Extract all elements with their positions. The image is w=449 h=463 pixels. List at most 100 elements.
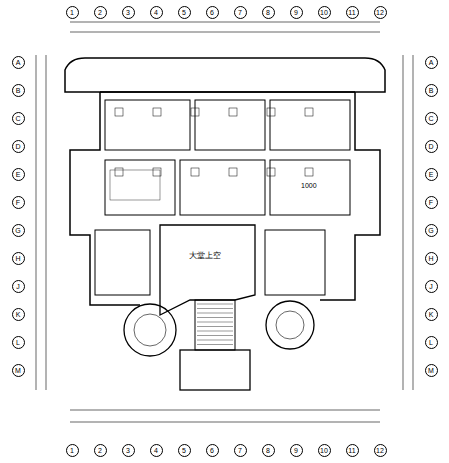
axis-bubble: 1 [66,444,79,457]
axis-bubble: E [12,168,25,181]
node-text: 6 [210,9,214,16]
axis-bubble: 8 [262,444,275,457]
axis-bubble: 5 [178,6,191,19]
node-text: J [429,283,433,290]
node-text: 11 [348,9,355,16]
node-text: E [429,171,434,178]
node-text: 8 [266,9,270,16]
node-text: 9 [294,447,298,454]
axis-bubble: D [425,140,438,153]
axis-bubble: J [12,280,25,293]
node-text: F [429,199,433,206]
axis-bubble: 3 [122,444,135,457]
axis-bubble: C [425,112,438,125]
node-text: G [15,227,20,234]
node-text: L [429,339,433,346]
node-text: L [16,339,20,346]
node-text: 1 [70,9,74,16]
node-text: 9 [294,9,298,16]
node-text: 3 [126,9,130,16]
axis-bubble: 2 [94,444,107,457]
node-text: G [428,227,433,234]
node-text: H [15,255,20,262]
axis-bubble: 12 [374,6,387,19]
node-text: 12 [376,447,384,454]
axis-bubble: 12 [374,444,387,457]
node-text: 2 [98,447,102,454]
node-text: C [15,115,20,122]
axis-bubble: L [12,336,25,349]
axis-bubble: 7 [234,6,247,19]
axis-bubble: 11 [346,444,359,457]
axis-bubble: E [425,168,438,181]
axis-bubble: D [12,140,25,153]
axis-bubble: K [425,308,438,321]
node-text: 7 [238,9,242,16]
axis-bubble: A [425,56,438,69]
axis-bubble: C [12,112,25,125]
axis-bubble: 9 [290,6,303,19]
axis-bubble: G [425,224,438,237]
axis-bubble: 2 [94,6,107,19]
axis-bubble: M [12,364,25,377]
node-text: D [15,143,20,150]
node-text: 6 [210,447,214,454]
axis-bubble: 7 [234,444,247,457]
room-label: 大堂上空 [187,249,223,262]
axis-bubble: 8 [262,6,275,19]
node-text: 3 [126,447,130,454]
node-text: 4 [154,447,158,454]
axis-bubble: B [12,84,25,97]
node-text: B [16,87,21,94]
node-text: B [429,87,434,94]
node-text: A [16,59,21,66]
node-text: 5 [182,447,186,454]
node-text: 2 [98,9,102,16]
node-text: K [16,311,21,318]
axis-bubble: F [12,196,25,209]
axis-bubble: 11 [346,6,359,19]
room-number: 1000 [300,182,318,189]
axis-bubble: B [425,84,438,97]
node-text: 8 [266,447,270,454]
node-text: K [429,311,434,318]
node-text: D [428,143,433,150]
axis-bubble: M [425,364,438,377]
axis-bubble: 4 [150,444,163,457]
axis-bubble: K [12,308,25,321]
node-text: 4 [154,9,158,16]
node-text: M [15,367,21,374]
node-text: 12 [376,9,384,16]
axis-bubble: H [425,252,438,265]
node-text: 10 [320,447,328,454]
axis-bubble: 4 [150,6,163,19]
node-text: F [16,199,20,206]
axis-bubble: 9 [290,444,303,457]
node-text: 5 [182,9,186,16]
node-text: C [428,115,433,122]
axis-bubble: J [425,280,438,293]
axis-bubble: 6 [206,6,219,19]
node-text: E [16,171,21,178]
node-text: 大堂上空 [189,250,221,261]
axis-bubble: F [425,196,438,209]
node-text: J [16,283,20,290]
node-text: H [428,255,433,262]
axis-bubble: G [12,224,25,237]
axis-bubble: 10 [318,444,331,457]
axis-bubble: 1 [66,6,79,19]
axis-bubble: A [12,56,25,69]
node-text: 1 [70,447,74,454]
axis-bubble: 6 [206,444,219,457]
axis-bubble: 5 [178,444,191,457]
axis-bubble: 10 [318,6,331,19]
node-text: 10 [320,9,328,16]
node-text: 7 [238,447,242,454]
axis-bubble: H [12,252,25,265]
axis-bubble: L [425,336,438,349]
node-text: M [428,367,434,374]
node-text: A [429,59,434,66]
axis-bubble: 3 [122,6,135,19]
node-text: 11 [348,447,355,454]
